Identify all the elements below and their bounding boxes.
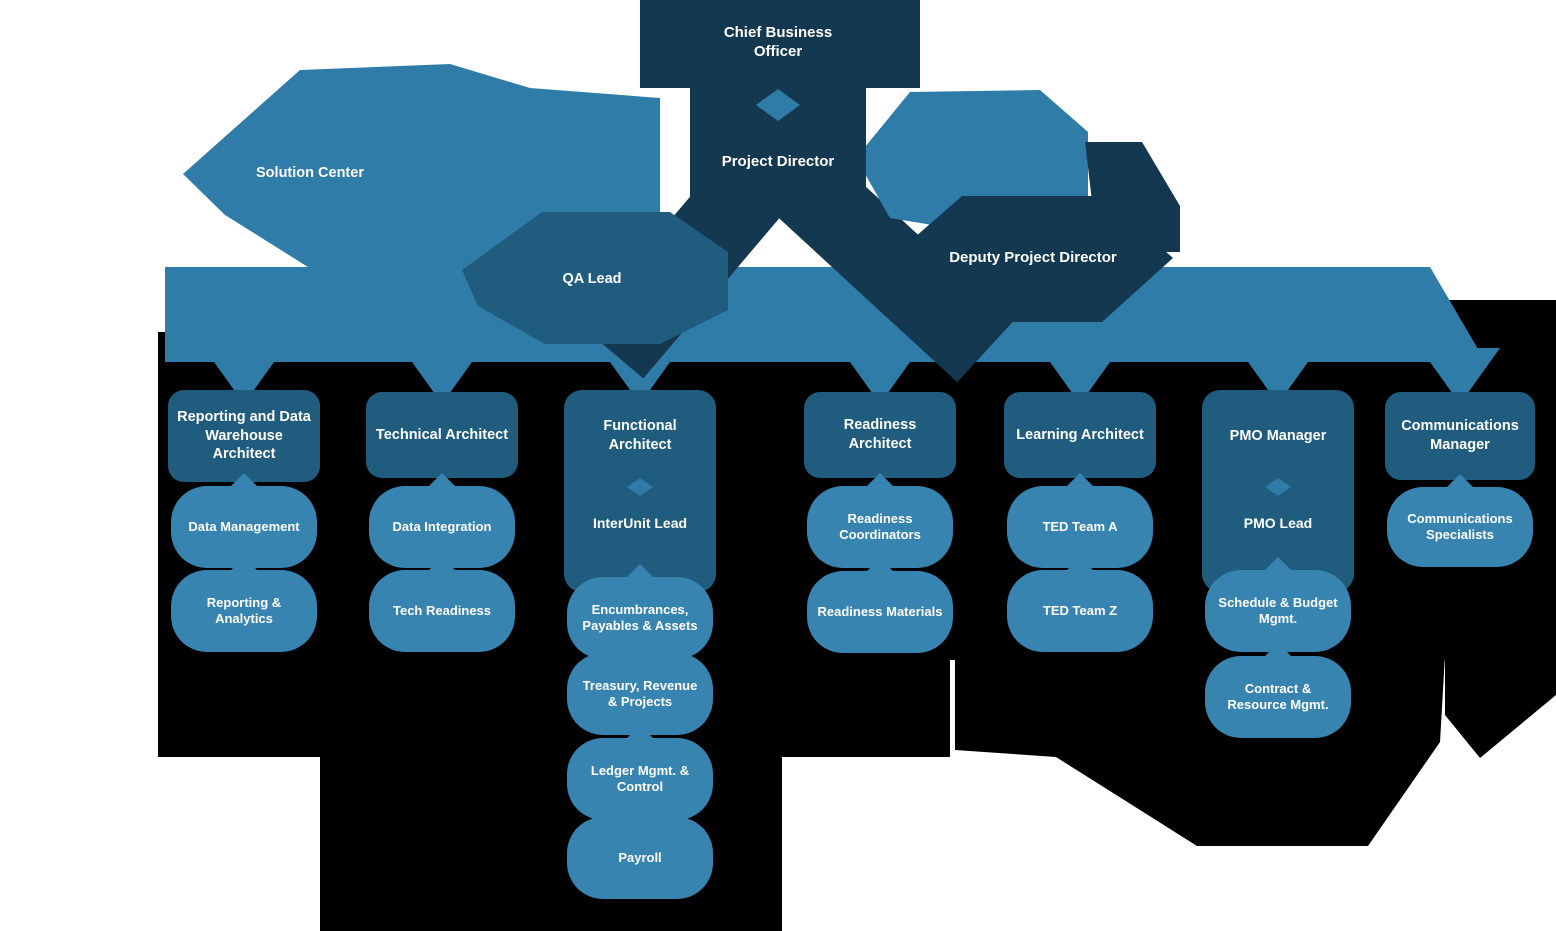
node-label: Data Integration <box>392 518 492 534</box>
node-peak <box>1263 643 1293 658</box>
report-node: Data Management <box>171 473 317 568</box>
node-peak <box>865 473 895 488</box>
column-header-reporting-dw-architect: Reporting and Data Warehouse Architect <box>168 390 320 482</box>
report-node: Contract & Resource Mgmt. <box>1205 643 1351 738</box>
report-node: Data Integration <box>369 473 515 568</box>
node-peak <box>625 725 655 740</box>
diamond-connector <box>1265 478 1291 496</box>
node-peak <box>625 804 655 819</box>
node-label: Encumbrances, Payables & Assets <box>582 601 698 633</box>
node-peak <box>1445 474 1475 489</box>
report-node: TED Team A <box>1007 473 1153 568</box>
project-director-label: Project Director <box>721 153 835 171</box>
node-label: Schedule & Budget Mgmt. <box>1218 594 1338 626</box>
report-node: Encumbrances, Payables & Assets <box>567 564 713 659</box>
down-arrow <box>840 348 920 404</box>
node-peak <box>625 640 655 655</box>
column-header-communications-manager: Communications Manager <box>1385 392 1535 480</box>
node-peak <box>1263 557 1293 572</box>
node-label: Readiness Materials <box>817 603 943 619</box>
node-peak <box>1065 557 1095 572</box>
node-label: Reporting & Analytics <box>206 594 282 626</box>
report-node: Reporting & Analytics <box>171 557 317 652</box>
down-arrow <box>1420 348 1500 404</box>
down-arrow <box>402 348 482 404</box>
deputy-project-director-shape <box>891 196 1173 322</box>
report-node: Schedule & Budget Mgmt. <box>1205 557 1351 652</box>
down-arrow <box>1040 348 1120 404</box>
report-node: Payroll <box>567 804 713 899</box>
report-node: Communications Specialists <box>1387 474 1533 567</box>
node-label: Payroll <box>618 849 662 865</box>
column-header-learning-architect: Learning Architect <box>1004 392 1156 478</box>
node-label: TED Team A <box>1042 518 1118 534</box>
report-node: Readiness Coordinators <box>807 473 953 568</box>
column-title: PMO Manager <box>1229 427 1327 444</box>
node-peak <box>427 473 457 488</box>
interunit-lead-label: InterUnit Lead <box>592 514 688 531</box>
shadow-silhouette <box>158 655 950 757</box>
qa-lead-label: QA Lead <box>562 270 622 287</box>
shadow-silhouette <box>1445 655 1556 758</box>
qa-lead-shape <box>462 212 728 344</box>
node-label: Treasury, Revenue & Projects <box>582 677 698 709</box>
report-node: Tech Readiness <box>369 557 515 652</box>
node-peak <box>229 473 259 488</box>
node-peak <box>625 564 655 579</box>
node-label: Data Management <box>188 518 300 534</box>
chief-business-officer-shape <box>640 0 920 88</box>
down-arrow <box>1238 348 1318 404</box>
node-peak <box>865 558 895 573</box>
report-node: Readiness Materials <box>807 558 953 653</box>
down-arrow <box>600 348 680 404</box>
deputy-project-director-label: Deputy Project Director <box>949 249 1117 267</box>
node-label: Ledger Mgmt. & Control <box>590 762 690 794</box>
report-node: TED Team Z <box>1007 557 1153 652</box>
node-label: Communications Specialists <box>1407 510 1513 542</box>
solution-center-label: Solution Center <box>256 164 364 181</box>
pmo-lead-label: PMO Lead <box>1243 514 1313 531</box>
diamond-connector <box>627 478 653 496</box>
column-header-technical-architect: Technical Architect <box>366 392 518 478</box>
shadow-silhouette <box>955 655 1445 846</box>
chief-business-officer-label: Chief Business Officer <box>723 23 833 61</box>
column-header-functional-architect: Functional Architect InterUnit Lead <box>564 390 716 592</box>
node-label: Readiness Coordinators <box>839 510 921 542</box>
report-node: Treasury, Revenue & Projects <box>567 640 713 735</box>
column-title: Functional Architect <box>603 418 677 453</box>
node-label: Contract & Resource Mgmt. <box>1227 680 1329 712</box>
down-arrow <box>204 348 284 404</box>
node-peak <box>229 557 259 572</box>
column-header-readiness-architect: Readiness Architect <box>804 392 956 478</box>
node-label: TED Team Z <box>1042 602 1118 618</box>
node-peak <box>427 557 457 572</box>
node-label: Tech Readiness <box>392 602 492 618</box>
node-peak <box>1065 473 1095 488</box>
